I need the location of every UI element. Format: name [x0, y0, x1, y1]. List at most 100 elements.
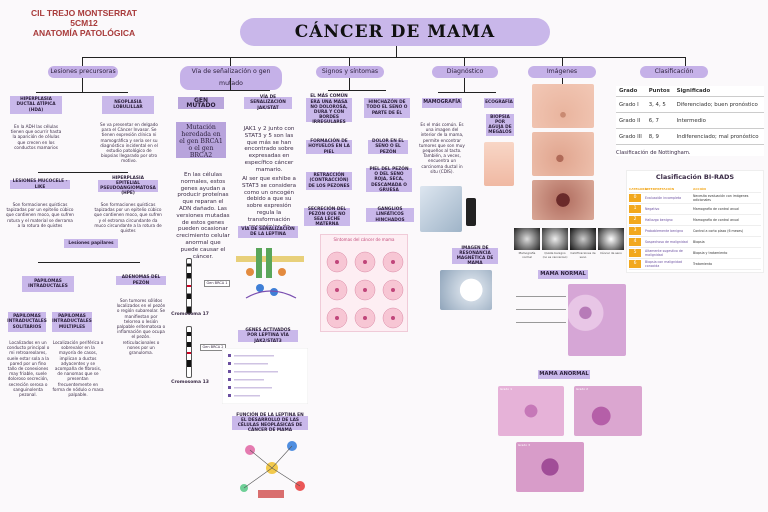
birads-header-categoria: CATEGORÍA: [629, 187, 649, 191]
resonancia-box: IMAGEN DE RESONANCIA MAGNÉTICA DE MAMA: [452, 246, 498, 266]
author-header: CIL TREJO MONTSERRAT 5CM12 ANATOMÍA PATO…: [28, 8, 140, 38]
mama-normal-label: MAMA NORMAL: [538, 270, 588, 279]
leptina-box: VÍA DE SEÑALIZACIÓN DE LA LEPTINA: [238, 226, 298, 238]
birads-interpretation: Altamente sugestivo de malignidad: [645, 249, 683, 257]
birads-number: 3: [629, 227, 641, 235]
papilomas-box: PAPILOMAS INTRADUCTALES: [22, 276, 74, 292]
birads-interpretation: Negativo: [645, 207, 660, 211]
chr17-label: Cromosoma 17: [171, 312, 209, 317]
connector: [562, 57, 563, 66]
sintoma-5: RETRACCIÓN (CONTRACCIÓN) DE LOS PEZONES: [306, 172, 352, 190]
branch-diagnostico: Diagnóstico: [432, 66, 498, 78]
branch-clasificacion: Clasificación: [640, 66, 708, 78]
strip-label-3: Calcificaciones de seno: [570, 251, 596, 259]
page-title: CÁNCER DE MAMA: [240, 18, 550, 46]
hl-text: Se va presentar en delgado para el Cánce…: [100, 122, 158, 164]
connector: [349, 78, 350, 90]
sintoma-6: PIEL DEL PEZÓN O DEL SENO ROJA, SECA, DE…: [366, 167, 412, 193]
hl-box: NEOPLASIA LOBULILLAR: [102, 96, 154, 114]
connector: [328, 90, 386, 91]
birads-interpretation: Hallazgo benigno: [645, 218, 673, 222]
hda-text: En la ADH las células tienen que ocurrir…: [10, 124, 62, 150]
birads-number: 5: [629, 249, 641, 257]
birads-header-row: CATEGORÍA INTERPRETACIÓN ACCIÓN: [629, 186, 761, 193]
nottingham-table-wrap: Grado Puntos Significado Grado I 3, 4, 5…: [616, 86, 764, 156]
birads-header-accion: ACCIÓN: [693, 187, 706, 191]
birads-row: 1 Negativo Mamografía de control anual: [629, 204, 761, 215]
table-row: Grado I 3, 4, 5 Diferenciado; buen pronó…: [616, 96, 764, 113]
mammography-scan-image: [466, 198, 476, 226]
birads-title: Clasificación BI-RADS: [655, 173, 735, 181]
strip-label-4: Cáncer de seno: [600, 251, 622, 255]
jak-box: VÍA DE SEÑALIZACIÓN JAK/STAT: [244, 95, 292, 111]
table-cell: 3, 4, 5: [645, 96, 674, 113]
birads-action: Tratamiento: [693, 262, 713, 266]
birads-interpretation: Probablemente benigno: [645, 229, 684, 233]
connector: [200, 90, 270, 91]
breast-photo-1: [532, 84, 594, 128]
pi-multiples-text: Localización periférica o sobrevalor en …: [52, 340, 104, 398]
nottingham-table: Grado Puntos Significado Grado I 3, 4, 5…: [616, 86, 764, 145]
connector: [396, 46, 397, 58]
connector: [230, 78, 231, 90]
birads-row: 3 Probablemente benigno Control a corto pl…: [629, 226, 761, 237]
birads-interpretation: Sospechoso de malignidad: [645, 240, 688, 244]
mammography-strip: [514, 228, 624, 250]
gen-brca2-label: Gen BRCA 2: [200, 344, 226, 352]
branch-imagenes: Imágenes: [528, 66, 596, 78]
birads-number: 0: [629, 194, 641, 202]
birads-table: Clasificación BI-RADS CATEGORÍA INTERPRE…: [626, 170, 764, 273]
col-header-significado: Significado: [673, 86, 764, 97]
nottingham-caption: Clasificación de Nottingham.: [616, 150, 691, 156]
gen-brca1-label: Gen BRCA 1: [204, 280, 230, 288]
branch-lesiones: Lesiones precursoras: [48, 66, 118, 78]
chromosome-17-icon: [186, 258, 192, 314]
table-row: Grado II 6, 7 Intermedio: [616, 112, 764, 129]
birads-number: 1: [629, 205, 641, 213]
strip-image-1: [514, 228, 540, 250]
strip-label-1: Mamografía normal: [518, 251, 536, 259]
connector: [562, 78, 563, 84]
mamografia-text: Es el más común. Es una imagen del inter…: [419, 122, 465, 174]
birads-action: Necesita evaluación con imágenes adicion…: [693, 194, 749, 202]
branch-signos: Signos y síntomas: [316, 66, 384, 78]
hep-box: HIPERPLASIA EPITELIAL PSEUDOANGIOMATOSA …: [98, 176, 158, 196]
ecografia-box: ECOGRAFÍA: [484, 98, 514, 108]
hep-text: Son formaciones quísticas tapizadas por …: [94, 202, 162, 234]
mri-machine-photo: [440, 270, 492, 310]
birads-action: Control a corto plazo (6 meses): [693, 229, 744, 233]
biopsia-box: BIOPSIA POR AGUJA DE MEGALÓS: [486, 114, 514, 136]
symptoms-diagram: Síntomas del cáncer de mama: [320, 234, 408, 332]
genes-activados-box: GENES ACTIVADOS POR LEPTINA VÍA JAK2/STA…: [238, 328, 298, 344]
birads-action: Mamografía de control anual: [693, 207, 739, 211]
branch-senalizacion: Vía de señalización o gen mutado: [180, 66, 282, 90]
table-cell: Grado I: [616, 96, 646, 113]
connector: [38, 172, 128, 173]
birads-action: Biopsia: [693, 240, 705, 244]
table-cell: Diferenciado; buen pronóstico: [673, 96, 764, 113]
lmb-box: LESIONES MUCOCELE - LIKE: [10, 179, 70, 190]
breast-photo-2: [532, 132, 594, 176]
connector: [82, 57, 685, 58]
course-name: ANATOMÍA PATOLÓGICA: [32, 28, 136, 38]
gen-mutado-box: GEN MUTADO: [178, 97, 224, 109]
strip-image-2: [542, 228, 568, 250]
connector: [82, 57, 83, 66]
col-header-grado: Grado: [616, 86, 646, 97]
funcion-leptina-box: FUNCIÓN DE LA LEPTINA EN EL DESARROLLO D…: [232, 413, 308, 433]
strip-image-4: [598, 228, 624, 250]
mama-anormal-label: MAMA ANORMAL: [538, 370, 590, 379]
author-name: CIL TREJO MONTSERRAT: [31, 8, 137, 18]
connector: [349, 57, 350, 66]
grade2-label: Grado 2: [576, 387, 588, 391]
histology-grade1-image: Grado 1: [498, 386, 564, 436]
strip-labels: Mamografía normal Quiste benigno (no es …: [514, 251, 624, 259]
table-cell: Intermedio: [673, 112, 764, 129]
histology-grade3-image: Grado 3: [516, 442, 584, 492]
birads-action: Mamografía de control anual: [693, 218, 739, 222]
col-header-puntos: Puntos: [645, 86, 674, 97]
connector: [438, 92, 496, 93]
mutacion-box: Mutación heredada en el gen BRCA1 o el g…: [176, 122, 226, 159]
